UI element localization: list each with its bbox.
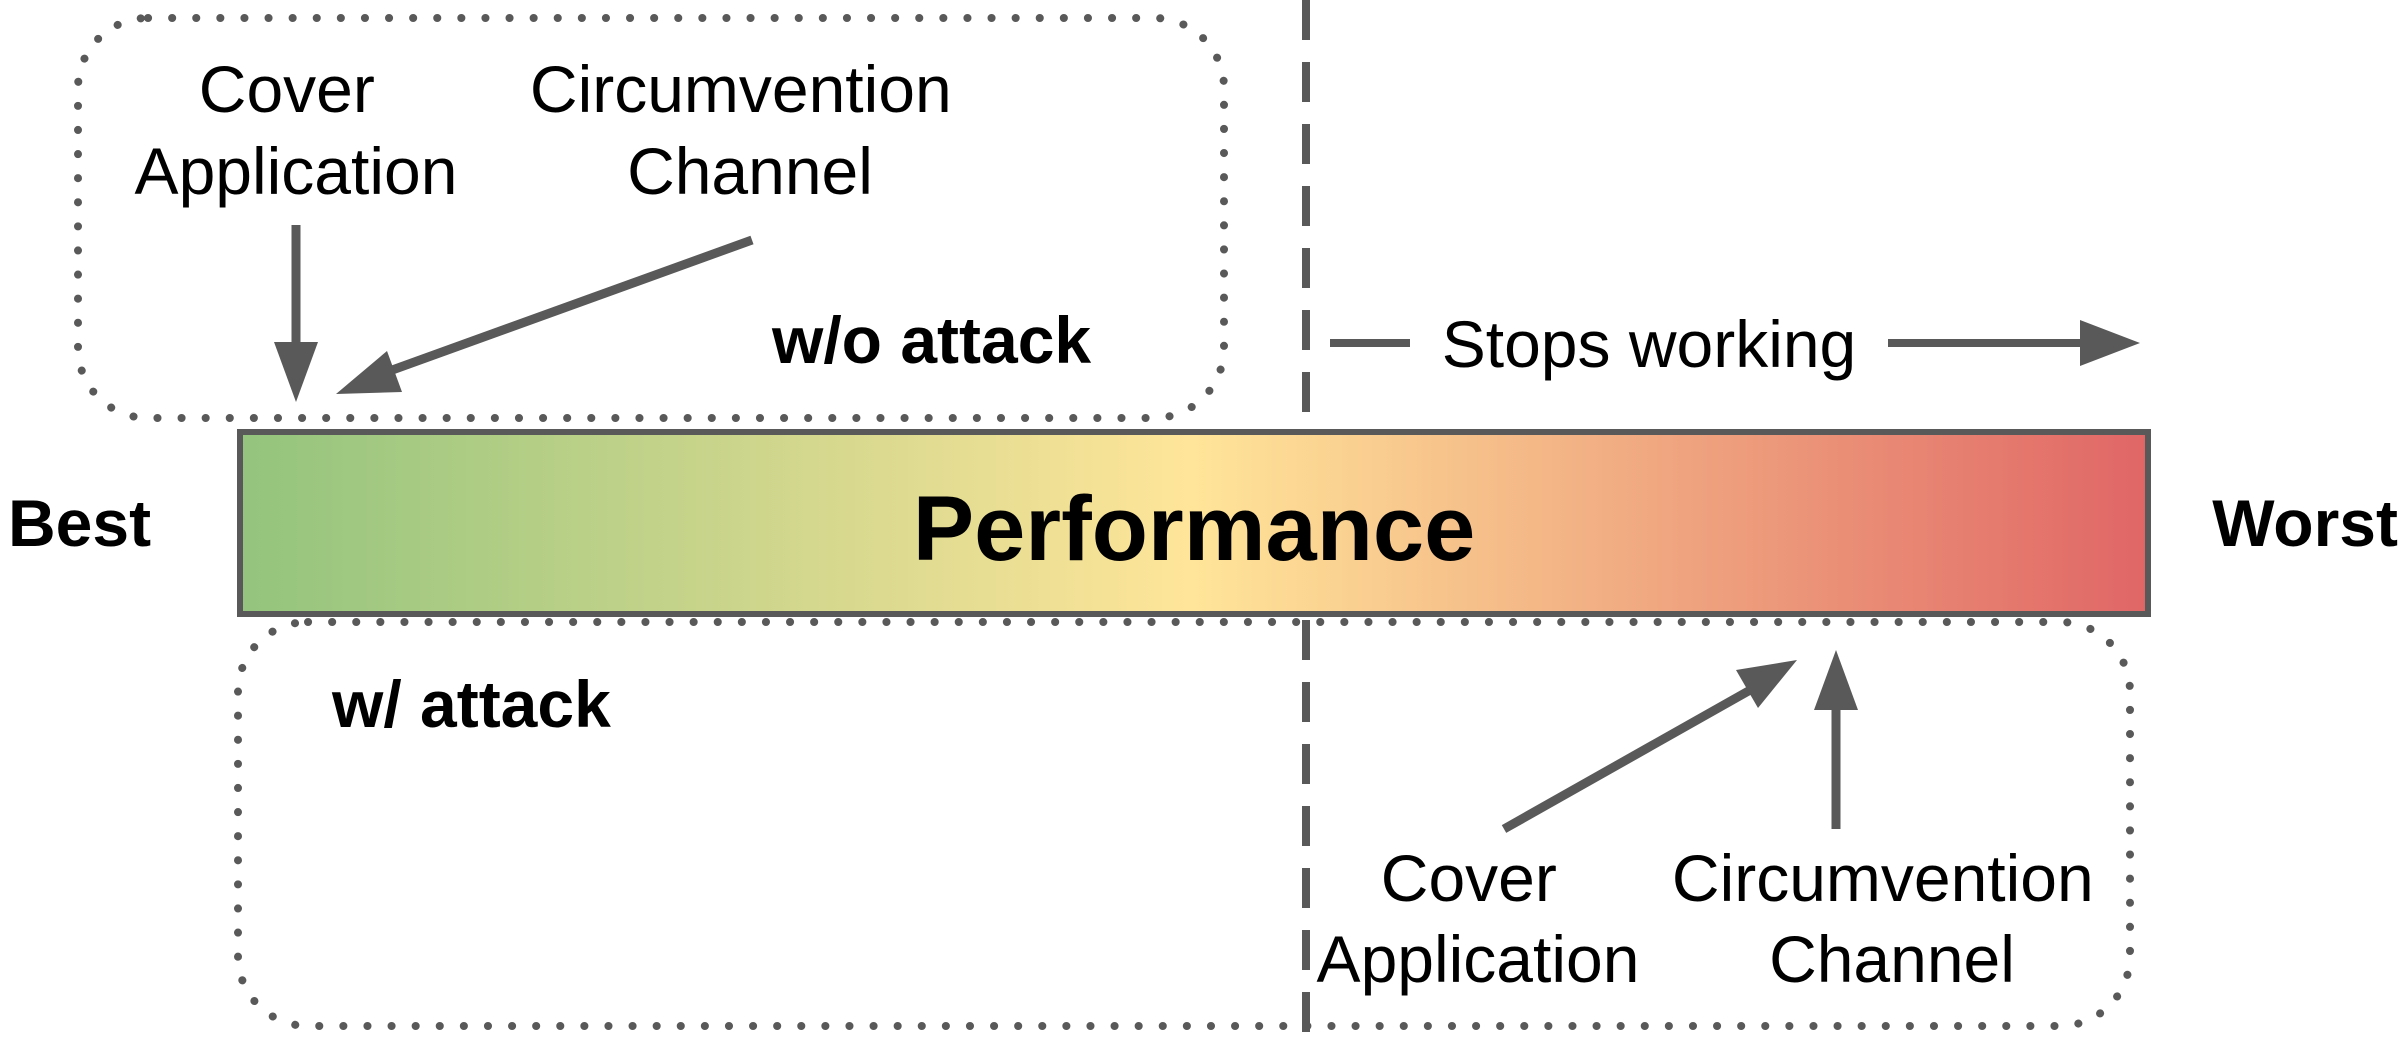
performance-bar xyxy=(237,429,2151,617)
without-attack-box xyxy=(74,14,1228,422)
worst-label: Worst xyxy=(2212,486,2398,560)
top-circumvention-channel-line-2: Channel xyxy=(627,134,873,208)
best-label: Best xyxy=(8,486,151,560)
bottom-cover-application-arrow xyxy=(1501,660,1797,833)
stops-working-arrow xyxy=(1330,320,2140,366)
top-cover-application-label: Cover Application xyxy=(135,52,458,208)
bottom-cover-application-line-1: Cover xyxy=(1381,841,1557,915)
bottom-circumvention-channel-label: Circumvention Channel xyxy=(1672,841,2112,996)
bottom-circumvention-channel-arrow xyxy=(1814,650,1858,829)
top-cover-application-line-1: Cover xyxy=(199,52,375,126)
bottom-cover-application-label: Cover Application xyxy=(1317,841,1640,996)
top-cover-application-arrow xyxy=(274,225,318,402)
top-cover-application-line-2: Application xyxy=(135,134,458,208)
without-attack-label: w/o attack xyxy=(771,303,1091,377)
top-circumvention-channel-arrow xyxy=(336,235,754,394)
bottom-cover-application-line-2: Application xyxy=(1317,922,1640,996)
stops-working-label: Stops working xyxy=(1442,307,1857,381)
top-circumvention-channel-line-1: Circumvention xyxy=(530,52,952,126)
bottom-circumvention-channel-line-2: Channel xyxy=(1769,922,2015,996)
performance-label: Performance xyxy=(913,478,1475,580)
with-attack-box xyxy=(234,618,2134,1030)
bottom-circumvention-channel-line-1: Circumvention xyxy=(1672,841,2094,915)
top-circumvention-channel-label: Circumvention Channel xyxy=(530,52,970,208)
with-attack-label: w/ attack xyxy=(331,667,611,741)
